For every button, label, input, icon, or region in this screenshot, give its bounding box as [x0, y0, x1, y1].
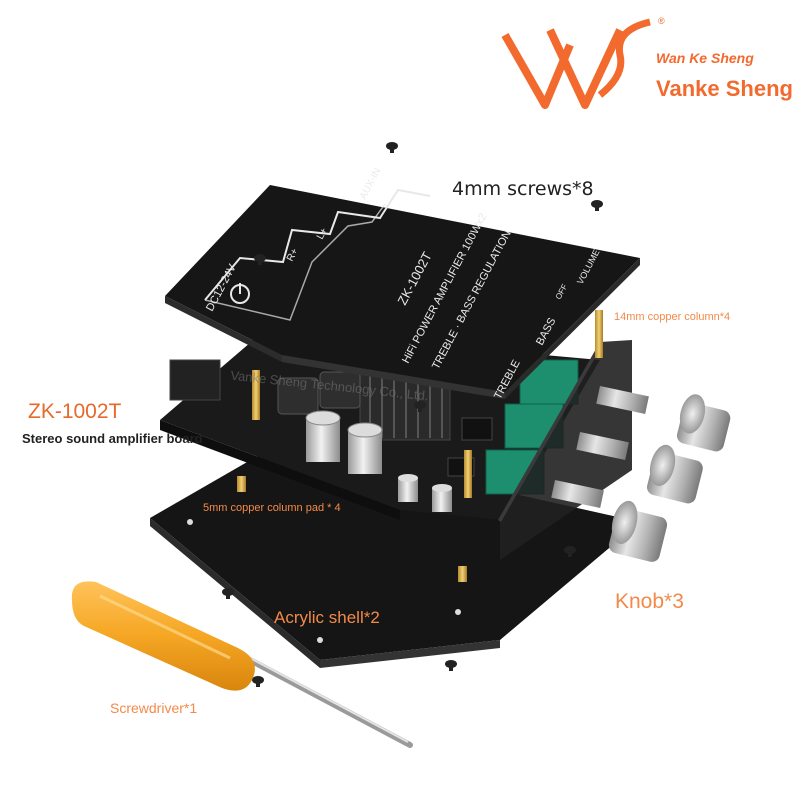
screws [222, 142, 603, 687]
label-acrylic-shell: Acrylic shell*2 [274, 608, 380, 627]
acrylic-shell-top [165, 185, 640, 399]
screwdriver [71, 581, 413, 748]
knobs [608, 394, 731, 562]
svg-text:®: ® [658, 16, 665, 26]
label-copper-column-14mm: 14mm copper column*4 [614, 311, 731, 323]
amplifier-board [160, 310, 649, 582]
label-copper-column-pad-5mm: 5mm copper column pad * 4 [203, 502, 341, 514]
label-screws: 4mm screws*8 [452, 178, 594, 200]
brand-name-small: Wan Ke Sheng [656, 50, 754, 66]
label-description: Stereo sound amplifier board [22, 431, 203, 446]
brand-logo: ® [501, 16, 665, 109]
brand-name-big: Vanke Sheng [656, 76, 793, 101]
label-screwdriver: Screwdriver*1 [110, 700, 198, 716]
label-knob: Knob*3 [615, 590, 684, 613]
label-model: ZK-1002T [28, 400, 122, 423]
